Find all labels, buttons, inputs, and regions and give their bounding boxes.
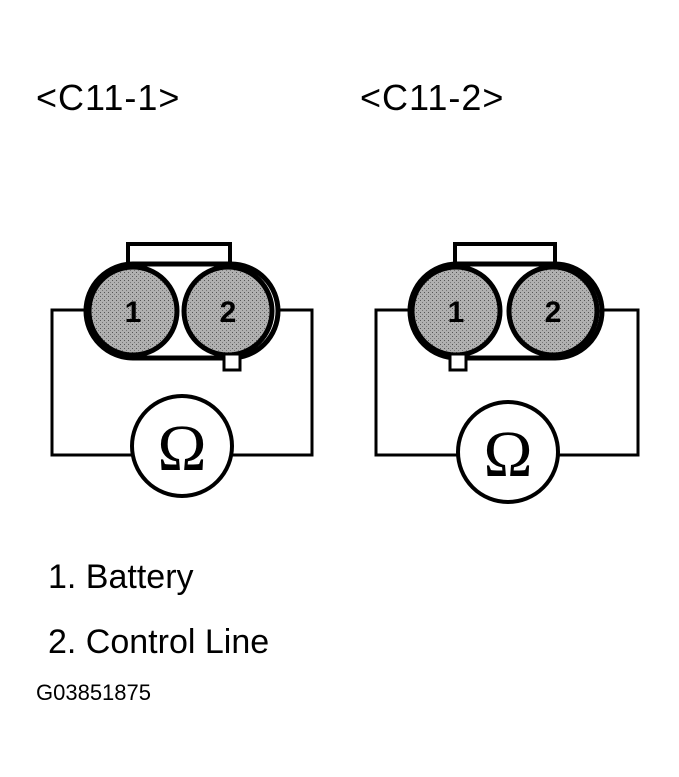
legend-item-battery: 1. Battery	[48, 558, 194, 596]
connector-tab	[448, 352, 468, 372]
figure-id: G03851875	[36, 680, 151, 705]
connector-tab	[222, 352, 242, 372]
wire-pin1-to-meter	[50, 308, 132, 457]
pin-2	[506, 264, 600, 358]
ohmmeter	[456, 400, 560, 504]
pin-2-label: 2	[545, 296, 562, 329]
connector-c11-2-title: <C11-2>	[360, 77, 505, 118]
ohm-icon: Ω	[483, 418, 532, 491]
ohm-icon: Ω	[157, 412, 206, 485]
connector-c11-2: 1 2 Ω	[374, 242, 640, 504]
wire-pin2-to-meter	[232, 308, 314, 457]
legend-item-control-line: 2. Control Line	[48, 623, 270, 661]
pin-1-label: 1	[448, 296, 465, 329]
wire-pin2-to-meter	[558, 308, 640, 457]
pin-2-label: 2	[220, 296, 237, 329]
pin-1	[86, 264, 180, 358]
pin-1-label: 1	[125, 296, 142, 329]
ohmmeter	[130, 394, 234, 498]
connector-c11-1: 1 2 Ω	[50, 242, 314, 498]
connector-c11-1-title: <C11-1>	[36, 77, 181, 118]
wire-pin1-to-meter	[374, 308, 458, 457]
